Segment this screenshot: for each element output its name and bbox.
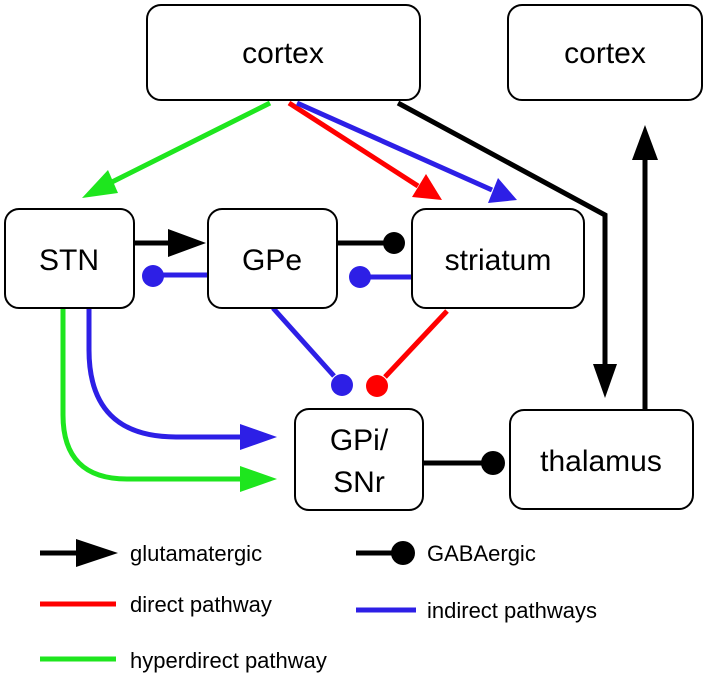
edge-gpe-stn-indirect [142,265,208,287]
node-striatum[interactable]: striatum [411,208,585,309]
legend-glutamatergic: glutamatergic [40,539,262,567]
edge-stn-gpe [134,229,206,257]
node-stn[interactable]: STN [4,208,135,309]
node-cortex-main-label: cortex [242,37,324,70]
arrow-icon [76,539,118,567]
edge-striatum-gpi-direct [366,309,449,397]
edge-gpi-thalamus-gaba [423,451,505,475]
node-cortex-right-label: cortex [564,37,646,70]
legend-direct: direct pathway [40,592,272,617]
node-thalamus[interactable]: thalamus [509,409,694,510]
legend-gabaergic-label: GABAergic [427,541,536,566]
dot-icon [391,541,415,565]
legend-indirect: indirect pathways [356,598,597,623]
node-striatum-label: striatum [445,244,552,277]
edge-gpe-gpi-indirect [271,306,353,396]
edge-stn-gpi-indirect [86,308,277,450]
edge-gpe-striatum-gaba [337,232,405,254]
node-cortex-main[interactable]: cortex [146,4,421,101]
legend-indirect-label: indirect pathways [427,598,597,623]
node-stn-label: STN [39,244,99,277]
node-gpi-snr[interactable]: GPi/ SNr [294,408,424,511]
node-cortex-right[interactable]: cortex [507,4,703,101]
legend-hyperdirect: hyperdirect pathway [40,648,327,673]
edge-cortex-thalamus [396,100,617,398]
legend-hyperdirect-label: hyperdirect pathway [130,648,327,673]
edge-cortex-striatum-direct [287,100,442,200]
legend-gabaergic: GABAergic [356,541,536,566]
node-gpi-label-line1: GPi/ [330,424,389,457]
edge-striatum-gpe-indirect [349,266,412,288]
edge-cortex-striatum-indirect [295,100,517,203]
legend: glutamatergic GABAergic direct pathway i… [40,539,597,673]
node-gpe[interactable]: GPe [207,208,338,309]
legend-glutamatergic-label: glutamatergic [130,541,262,566]
node-gpi-label-line2: SNr [333,466,385,499]
node-thalamus-label: thalamus [540,445,662,478]
edge-cortex-stn-hyperdirect [82,100,272,198]
node-gpe-label: GPe [242,244,302,277]
edge-stn-gpi-hyperdirect [60,308,277,492]
legend-direct-label: direct pathway [130,592,272,617]
edge-thalamus-cortex [632,125,658,410]
